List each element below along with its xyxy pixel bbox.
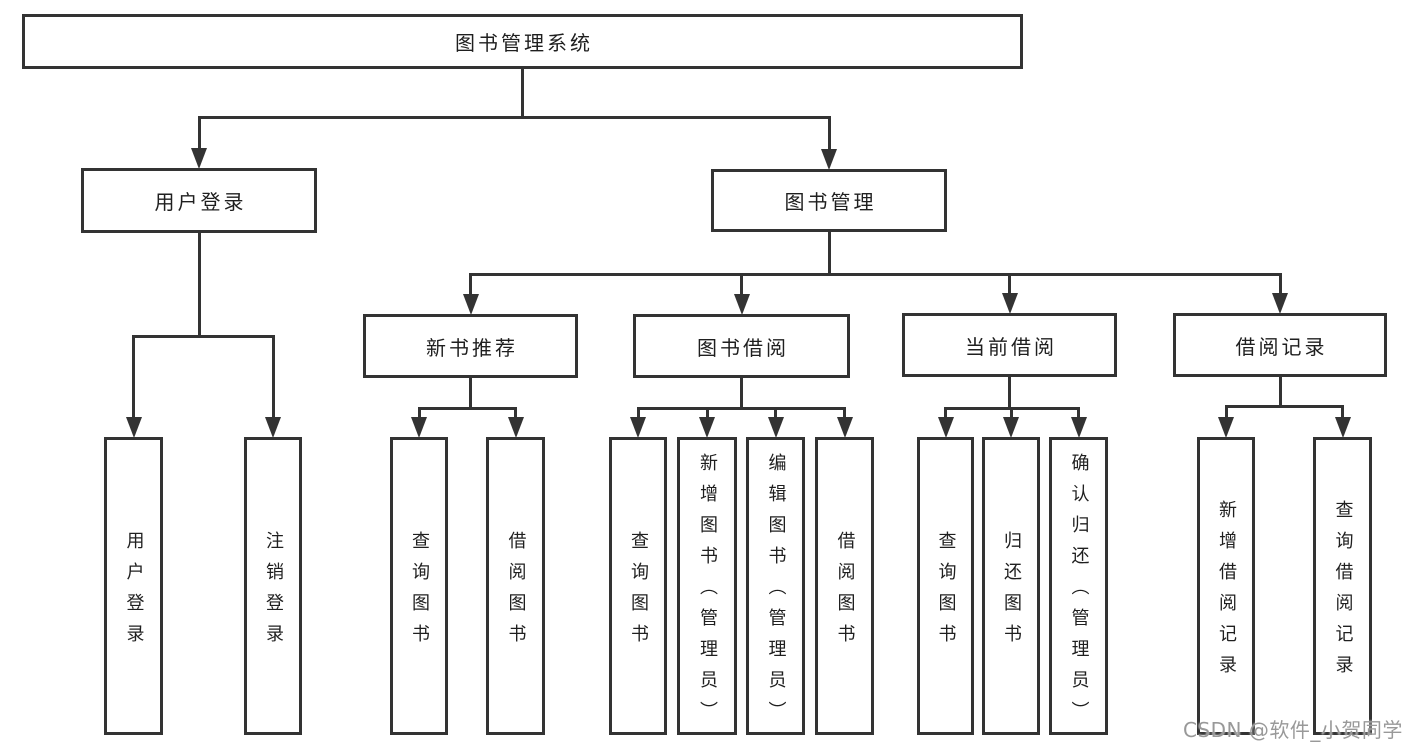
edge-drop-leaf-bw-query xyxy=(636,408,640,420)
arrowhead-leaf-logout xyxy=(265,417,281,438)
edge-bar-records xyxy=(1224,404,1344,408)
edge-stem-root xyxy=(521,69,524,119)
arrowhead-leaf-bw-query xyxy=(630,417,646,438)
arrowhead-borrow xyxy=(733,294,750,315)
edge-drop-leaf-nb-query xyxy=(417,408,421,420)
node-label-records: 借阅记录 xyxy=(1235,334,1328,359)
arrowhead-leaf-bw-edit xyxy=(767,417,784,438)
edge-drop-leaf-bw-borrow xyxy=(843,408,846,420)
node-label-leaf-cur-return: 归还图书 xyxy=(1001,530,1022,655)
edge-stem-newbook xyxy=(469,378,472,410)
node-label-leaf-rec-query: 查询借阅记录 xyxy=(1332,499,1354,686)
node-leaf-rec-query: 查询借阅记录 xyxy=(1313,437,1372,735)
arrowhead-leaf-user-login xyxy=(125,417,142,438)
node-login: 用户登录 xyxy=(81,168,317,233)
node-mgmt: 图书管理 xyxy=(711,169,947,232)
node-label-leaf-nb-borrow: 借阅图书 xyxy=(505,530,527,655)
arrowhead-newbook xyxy=(462,294,479,315)
node-leaf-nb-query: 查询图书 xyxy=(390,437,448,735)
node-leaf-user-login: 用户登录 xyxy=(104,437,163,735)
edge-drop-login xyxy=(197,117,201,151)
edge-drop-newbook xyxy=(469,274,472,297)
edge-drop-leaf-bw-add xyxy=(705,408,709,420)
arrowhead-records xyxy=(1272,293,1288,314)
edge-bar-borrow xyxy=(636,406,846,410)
edge-drop-leaf-cur-confirm xyxy=(1077,408,1080,420)
edge-stem-current xyxy=(1008,377,1011,410)
edge-drop-borrow xyxy=(740,274,743,297)
arrowhead-login xyxy=(191,148,207,169)
node-leaf-rec-add: 新增借阅记录 xyxy=(1197,437,1255,735)
edge-drop-leaf-rec-query xyxy=(1341,406,1344,420)
arrowhead-leaf-nb-query xyxy=(411,417,427,438)
edge-bar-newbook xyxy=(417,406,517,410)
node-label-root: 图书管理系统 xyxy=(455,31,593,55)
node-leaf-nb-borrow: 借阅图书 xyxy=(486,437,545,735)
arrowhead-leaf-rec-add xyxy=(1218,417,1234,438)
node-leaf-logout: 注销登录 xyxy=(244,437,302,735)
node-label-leaf-bw-query: 查询图书 xyxy=(628,530,649,655)
edge-drop-leaf-cur-query xyxy=(944,408,947,420)
node-label-leaf-user-login: 用户登录 xyxy=(123,530,145,655)
edge-drop-records xyxy=(1278,274,1282,296)
node-borrow: 图书借阅 xyxy=(633,314,850,378)
arrowhead-leaf-cur-confirm xyxy=(1070,417,1087,438)
node-label-borrow: 图书借阅 xyxy=(697,335,789,360)
arrowhead-leaf-rec-query xyxy=(1334,417,1351,438)
node-label-leaf-bw-edit: 编辑图书（管理员） xyxy=(765,453,787,732)
edge-bar-root xyxy=(197,115,831,119)
node-label-leaf-cur-confirm: 确认归还（管理员） xyxy=(1068,453,1090,732)
node-label-leaf-rec-add: 新增借阅记录 xyxy=(1216,499,1237,686)
edge-stem-records xyxy=(1278,377,1282,408)
arrowhead-leaf-cur-query xyxy=(937,417,954,438)
edge-bar-login xyxy=(132,334,275,338)
arrowhead-leaf-cur-return xyxy=(1003,417,1019,438)
edge-drop-leaf-rec-add xyxy=(1224,406,1228,420)
node-label-login: 用户登录 xyxy=(154,190,247,214)
node-leaf-bw-add: 新增图书（管理员） xyxy=(677,437,737,735)
node-label-leaf-logout: 注销登录 xyxy=(263,530,284,655)
edge-drop-current xyxy=(1008,274,1011,296)
node-leaf-cur-return: 归还图书 xyxy=(982,437,1040,735)
edge-bar-mgmt xyxy=(469,272,1282,276)
edge-drop-leaf-bw-edit xyxy=(774,408,777,420)
edge-drop-leaf-nb-borrow xyxy=(514,408,517,420)
edge-stem-mgmt xyxy=(827,232,831,276)
arrowhead-leaf-bw-add xyxy=(699,417,715,438)
node-leaf-cur-query: 查询图书 xyxy=(917,437,974,735)
edge-drop-leaf-logout xyxy=(271,336,275,420)
node-records: 借阅记录 xyxy=(1173,313,1387,377)
node-leaf-bw-edit: 编辑图书（管理员） xyxy=(746,437,805,735)
node-leaf-bw-borrow: 借阅图书 xyxy=(815,437,874,735)
node-label-leaf-nb-query: 查询图书 xyxy=(409,530,430,655)
edge-stem-borrow xyxy=(740,378,743,410)
node-label-leaf-bw-borrow: 借阅图书 xyxy=(834,530,856,655)
edge-drop-mgmt xyxy=(827,117,831,152)
node-root: 图书管理系统 xyxy=(22,14,1023,69)
arrowhead-mgmt xyxy=(821,149,837,170)
edge-drop-leaf-cur-return xyxy=(1009,408,1013,420)
node-leaf-cur-confirm: 确认归还（管理员） xyxy=(1049,437,1108,735)
csdn-watermark: CSDN @软件_小贺同学 xyxy=(1183,718,1403,742)
node-label-leaf-bw-add: 新增图书（管理员） xyxy=(697,453,718,732)
node-label-leaf-cur-query: 查询图书 xyxy=(935,530,957,655)
node-newbook: 新书推荐 xyxy=(363,314,578,378)
node-label-newbook: 新书推荐 xyxy=(426,335,518,360)
arrowhead-current xyxy=(1001,293,1018,314)
node-label-current: 当前借阅 xyxy=(965,334,1057,359)
arrowhead-leaf-nb-borrow xyxy=(507,417,524,438)
arrowhead-leaf-bw-borrow xyxy=(836,417,853,438)
edge-stem-login xyxy=(197,233,201,338)
edge-drop-leaf-user-login xyxy=(132,336,135,420)
node-leaf-bw-query: 查询图书 xyxy=(609,437,667,735)
node-label-mgmt: 图书管理 xyxy=(784,190,877,214)
node-current: 当前借阅 xyxy=(902,313,1117,377)
